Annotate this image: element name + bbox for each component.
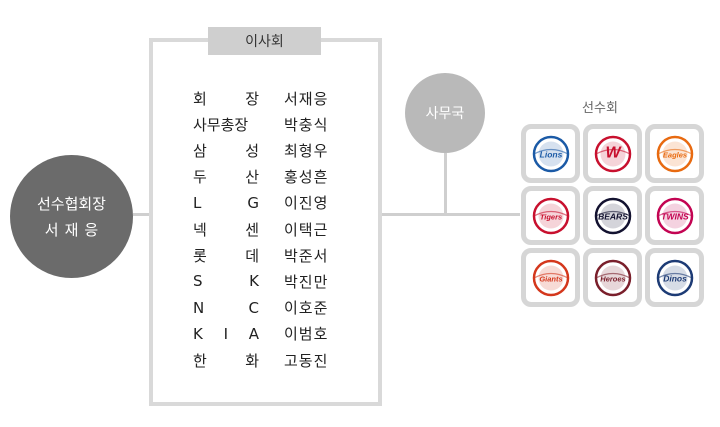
board-member-role-part: I xyxy=(223,324,228,343)
board-member-role-part: L xyxy=(193,193,202,212)
team-tile: Giants xyxy=(521,248,580,307)
team-logo-text: TWINS xyxy=(661,211,689,221)
board-member-role-part: 사무총장 xyxy=(193,115,249,134)
board-member-role-part: K xyxy=(249,272,259,291)
board-member-role-part: 넥 xyxy=(193,220,207,239)
team-logo-text: Dinos xyxy=(663,273,687,283)
board-member-role-part: C xyxy=(248,298,259,317)
heroes-logo-icon: Heroes xyxy=(594,259,631,296)
board-member-role-part: N xyxy=(193,298,205,317)
board-member-role-part: 산 xyxy=(245,168,259,187)
players-association-label: 선수회 xyxy=(582,101,618,116)
board-member-name: 고동진 xyxy=(284,351,329,370)
board-member-name: 박준서 xyxy=(284,246,329,265)
bears-logo-icon: BEARS xyxy=(594,197,631,234)
team-tile: TWINS xyxy=(645,186,704,245)
team-tile: Tigers xyxy=(521,186,580,245)
team-tile: Eagles xyxy=(645,124,704,183)
team-logo-text: W xyxy=(605,144,622,161)
connector-president-board xyxy=(133,213,149,216)
twins-logo-icon: TWINS xyxy=(656,197,693,234)
board-member-role-part: 성 xyxy=(245,141,259,160)
board-member-name: 박진만 xyxy=(284,272,329,291)
team-tile: BEARS xyxy=(583,186,642,245)
board-member-role-part: K xyxy=(193,324,203,343)
president-node: 선수협회장 서재응 xyxy=(10,155,133,278)
board-member-role-part: S xyxy=(193,272,203,291)
board-member-name: 이진영 xyxy=(284,194,329,213)
president-name: 서재응 xyxy=(44,220,105,239)
board-box xyxy=(149,38,382,406)
connector-board-association xyxy=(374,213,520,216)
tigers-logo-icon: Tigers xyxy=(532,197,569,234)
team-logo-text: Eagles xyxy=(662,150,686,159)
board-member-name: 이호준 xyxy=(284,299,329,318)
board-member-name: 이범호 xyxy=(284,325,329,344)
team-logo-text: Tigers xyxy=(539,212,561,221)
board-member-role-part: G xyxy=(247,193,259,212)
team-tile: Lions xyxy=(521,124,580,183)
team-tile: Dinos xyxy=(645,248,704,307)
board-member-role-part: 데 xyxy=(245,246,259,265)
team-tile: W xyxy=(583,124,642,183)
board-member-name: 서재응 xyxy=(284,89,329,108)
board-member-name: 박충식 xyxy=(284,115,329,134)
board-title: 이사회 xyxy=(208,27,321,55)
giants-logo-icon: Giants xyxy=(532,259,569,296)
board-member-role-part: 삼 xyxy=(193,141,207,160)
board-member-role: 사무총장 xyxy=(193,114,259,135)
wyverns-logo-icon: W xyxy=(594,135,631,172)
board-member-role-part: 장 xyxy=(245,89,259,108)
board-member-role-part: 한 xyxy=(193,351,207,370)
team-logo-text: Giants xyxy=(539,274,562,283)
team-tile: Heroes xyxy=(583,248,642,307)
board-member-role-part: 화 xyxy=(245,351,259,370)
board-member-row: 사무총장 박충식 xyxy=(193,110,343,138)
team-logo-text: BEARS xyxy=(598,211,628,221)
board-member-name: 홍성흔 xyxy=(284,168,329,187)
board-member-role-part: 센 xyxy=(245,220,259,239)
team-logo-text: Heroes xyxy=(600,274,625,283)
eagles-logo-icon: Eagles xyxy=(656,135,693,172)
board-member-role-part: 롯 xyxy=(193,246,207,265)
board-member-role-part: 회 xyxy=(193,89,207,108)
board-member-name: 이택근 xyxy=(284,220,329,239)
secretariat-node: 사무국 xyxy=(405,73,485,153)
dinos-logo-icon: Dinos xyxy=(656,259,693,296)
connector-secretariat xyxy=(444,153,447,214)
board-member-role-part: 두 xyxy=(193,168,207,187)
president-title: 선수협회장 xyxy=(36,194,106,213)
board-member-name: 최형우 xyxy=(284,141,329,160)
team-logo-text: Lions xyxy=(539,149,562,159)
secretariat-label: 사무국 xyxy=(425,106,465,122)
board-member-role-part: A xyxy=(248,324,259,343)
lions-logo-icon: Lions xyxy=(532,135,569,172)
board-member-row: K I A 이범호 xyxy=(193,320,343,348)
